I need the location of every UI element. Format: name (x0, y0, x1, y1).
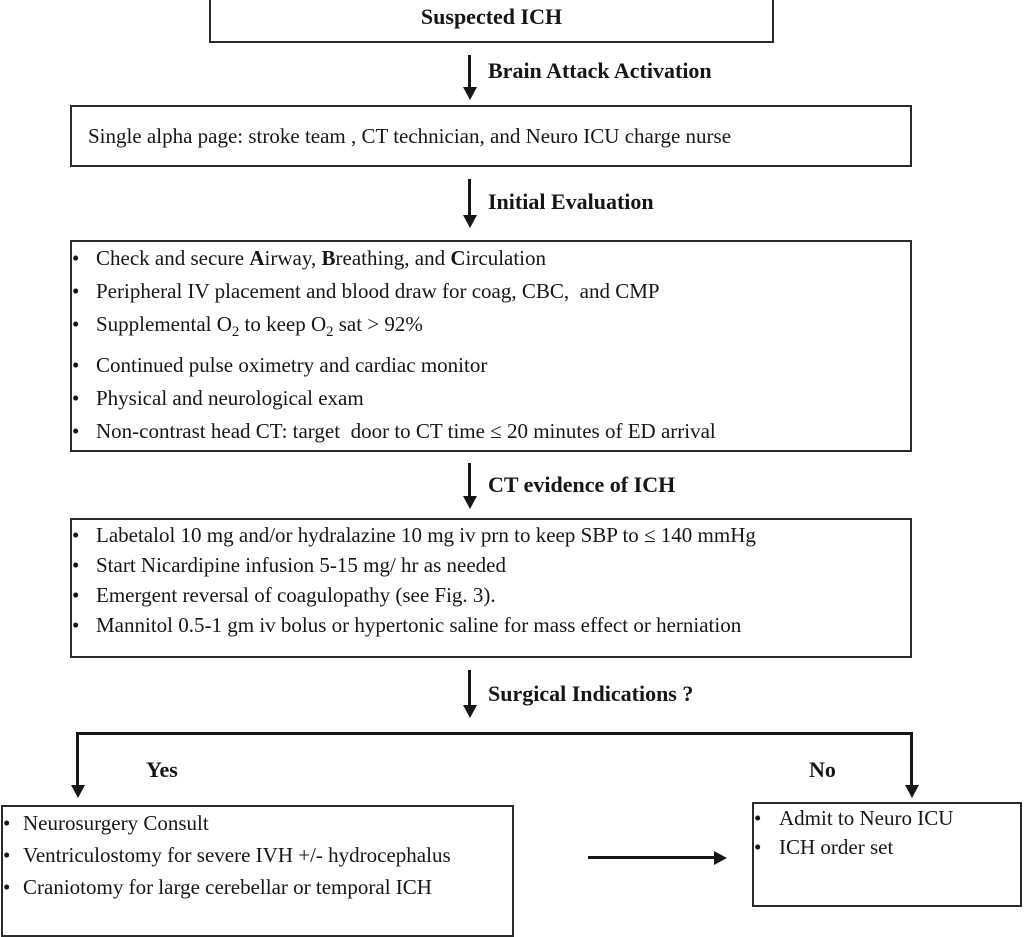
bullet-item: Ventriculostomy for severe IVH +/- hydro… (3, 839, 512, 871)
branch-connector-line (77, 732, 913, 735)
bullet-item: Check and secure Airway, Breathing, and … (72, 242, 910, 275)
bullet-item: Non-contrast head CT: target door to CT … (72, 415, 910, 448)
bullet-item: ICH order set (754, 833, 1020, 862)
arrow-label-initial-evaluation: Initial Evaluation (488, 189, 654, 214)
branch-label-yes: Yes (146, 757, 178, 782)
bullet-item: Craniotomy for large cerebellar or tempo… (3, 871, 512, 903)
bullet-item: Mannitol 0.5-1 gm iv bolus or hypertonic… (72, 610, 910, 640)
box-suspected-ich: Suspected ICH (209, 0, 774, 43)
down-arrow-icon-surgical-indications (462, 670, 477, 718)
box-surgery-no: Admit to Neuro ICUICH order set (752, 802, 1022, 907)
down-arrow-icon-brain-attack (462, 55, 477, 100)
right-arrow-icon-to-no-box (588, 850, 727, 865)
bullet-item: Supplemental O2 to keep O2 sat > 92% (72, 308, 910, 349)
box-ich-management: Labetalol 10 mg and/or hydralazine 10 mg… (70, 518, 912, 658)
arrow-label-brain-attack: Brain Attack Activation (488, 58, 712, 83)
bullet-item: Peripheral IV placement and blood draw f… (72, 275, 910, 308)
box-alpha-page: Single alpha page: stroke team , CT tech… (70, 105, 912, 167)
down-arrow-icon-yes-branch (70, 732, 85, 798)
arrow-label-surgical-indications: Surgical Indications ? (488, 681, 694, 706)
down-arrow-icon-no-branch (904, 732, 919, 798)
bullet-item: Start Nicardipine infusion 5-15 mg/ hr a… (72, 550, 910, 580)
box-suspected-ich-label: Suspected ICH (420, 4, 563, 29)
branch-label-no: No (809, 757, 836, 782)
box-surgery-yes: Neurosurgery ConsultVentriculostomy for … (1, 805, 514, 937)
down-arrow-icon-ct-evidence (462, 463, 477, 509)
box-alpha-page-text: Single alpha page: stroke team , CT tech… (88, 124, 732, 148)
bullet-item: Admit to Neuro ICU (754, 804, 1020, 833)
bullet-item: Physical and neurological exam (72, 382, 910, 415)
bullet-item: Continued pulse oximetry and cardiac mon… (72, 349, 910, 382)
bullet-item: Emergent reversal of coagulopathy (see F… (72, 580, 910, 610)
down-arrow-icon-initial-evaluation (462, 179, 477, 228)
surgery-no-bullet-list: Admit to Neuro ICUICH order set (754, 804, 1020, 862)
arrow-label-ct-evidence: CT evidence of ICH (488, 472, 676, 497)
box-initial-evaluation: Check and secure Airway, Breathing, and … (70, 240, 912, 452)
bullet-item: Neurosurgery Consult (3, 807, 512, 839)
surgery-yes-bullet-list: Neurosurgery ConsultVentriculostomy for … (3, 807, 512, 903)
ich-management-bullet-list: Labetalol 10 mg and/or hydralazine 10 mg… (72, 520, 910, 640)
initial-evaluation-bullet-list: Check and secure Airway, Breathing, and … (72, 242, 910, 448)
bullet-item: Labetalol 10 mg and/or hydralazine 10 mg… (72, 520, 910, 550)
